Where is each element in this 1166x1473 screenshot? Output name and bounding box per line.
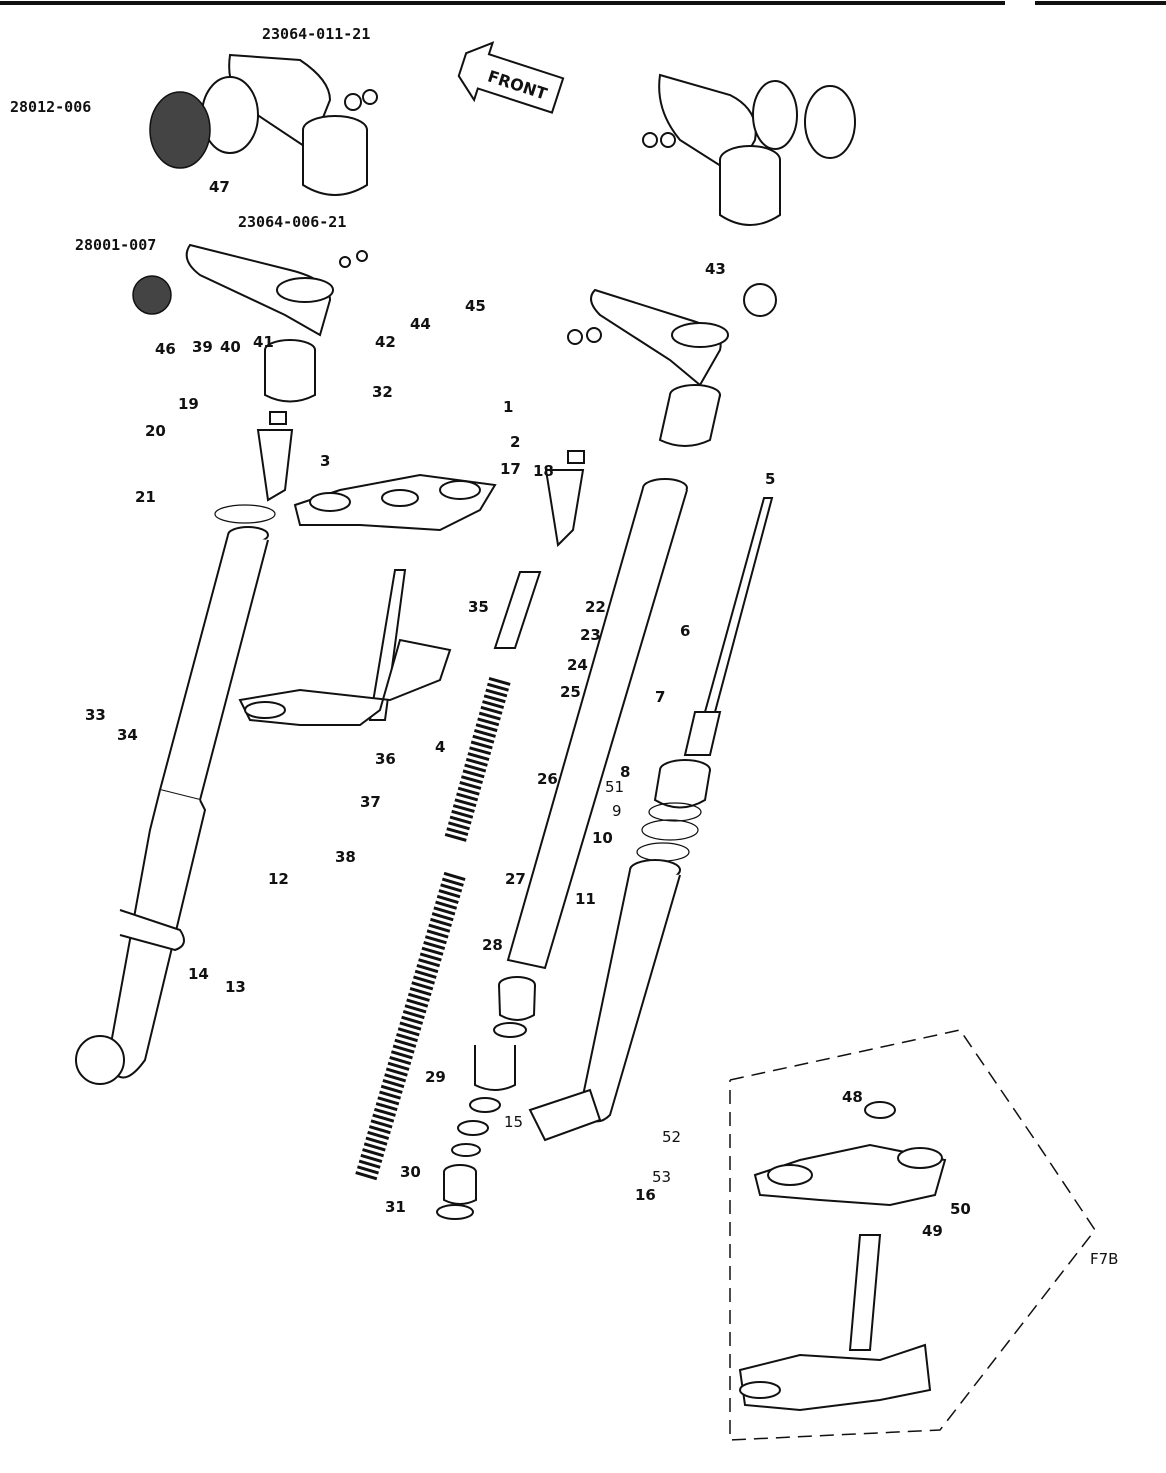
callout: 27 [505,870,526,888]
callout: 37 [360,793,381,811]
callout: 52 [662,1128,682,1146]
upper-fork-crown [293,473,497,532]
callout: 22 [585,598,606,616]
inset-stem [738,1234,932,1412]
callout: 25 [560,683,581,701]
callout: 5 [765,470,776,488]
callout: 18 [533,462,554,480]
callout: 49 [922,1222,943,1240]
callout: 19 [178,395,199,413]
callout: 12 [268,870,289,888]
callout: 35 [468,598,489,616]
callout: 14 [188,965,209,983]
reflector-lens [149,91,211,169]
part-number-label: 28012-006 [10,98,92,116]
callout: 2 [510,433,521,451]
callout: 28 [482,936,503,954]
callout: 10 [592,829,613,847]
callout: 17 [500,460,521,478]
callout: 7 [655,688,666,706]
callout: 36 [375,750,396,768]
part-number-label: 28001-007 [75,236,157,254]
right-fork-slider [528,859,681,1142]
damper-rod-7 [683,497,774,756]
callout: 26 [537,770,558,788]
bracket-assembly-top-left [149,53,378,196]
fork-cover-46-left [264,350,316,403]
right-fork-inner-tube [506,478,688,970]
callout: 23 [580,626,601,644]
callout: 41 [253,333,274,351]
callout: 21 [135,488,156,506]
callout: 1 [503,398,514,416]
part-number-label: 23064-006-21 [238,213,347,231]
callout: 13 [225,978,246,996]
callout: 32 [372,383,393,401]
fork-spring-26 [444,677,511,843]
fork-cap-right [544,450,585,548]
front-arrow: FRONT [457,41,565,114]
callout: 6 [680,622,691,640]
inset-crown [753,1101,947,1207]
seal-stack-right [636,759,711,862]
reflector-43-left [132,275,172,315]
callout: 8 [620,763,631,781]
damper-lower-parts [436,976,536,1220]
part-number-label: 23064-011-21 [262,25,371,43]
callout: 30 [400,1163,421,1181]
callout: 3 [320,452,331,470]
callout: 20 [145,422,166,440]
fork-spring-28 [354,871,466,1184]
callout: 33 [85,706,106,724]
callout: 16 [635,1186,656,1204]
callout: 38 [335,848,356,866]
left-fork-leg [75,504,276,1085]
callout: 48 [842,1088,863,1106]
callout: 9 [612,802,622,820]
damper-tube-22 [493,571,542,649]
left-headlamp-bracket [132,243,368,403]
callout: 40 [220,338,241,356]
callout: 39 [192,338,213,356]
callout: 50 [950,1200,971,1218]
callout: 42 [375,333,396,351]
callout: 47 [209,178,230,196]
callout: 15 [504,1113,524,1131]
right-headlamp-bracket [567,283,777,447]
model-label: F7B [1090,1250,1119,1268]
callout: 24 [567,656,588,674]
callout: 46 [155,340,176,358]
callout: 4 [435,738,446,756]
left-axle-boss [75,1035,125,1085]
callout: 53 [652,1168,672,1186]
callout: 29 [425,1068,446,1086]
steering-stem-left [238,569,452,726]
bracket-assembly-top-right [642,73,856,226]
callout: 11 [575,890,596,908]
callout: 51 [605,778,625,796]
callout: 45 [465,297,486,315]
callout: 31 [385,1198,406,1216]
callout: 44 [410,315,431,333]
callout: 34 [117,726,138,744]
fork-cap-left [256,411,294,502]
fork-cover-46-right [658,394,721,447]
callout: 43 [705,260,726,278]
